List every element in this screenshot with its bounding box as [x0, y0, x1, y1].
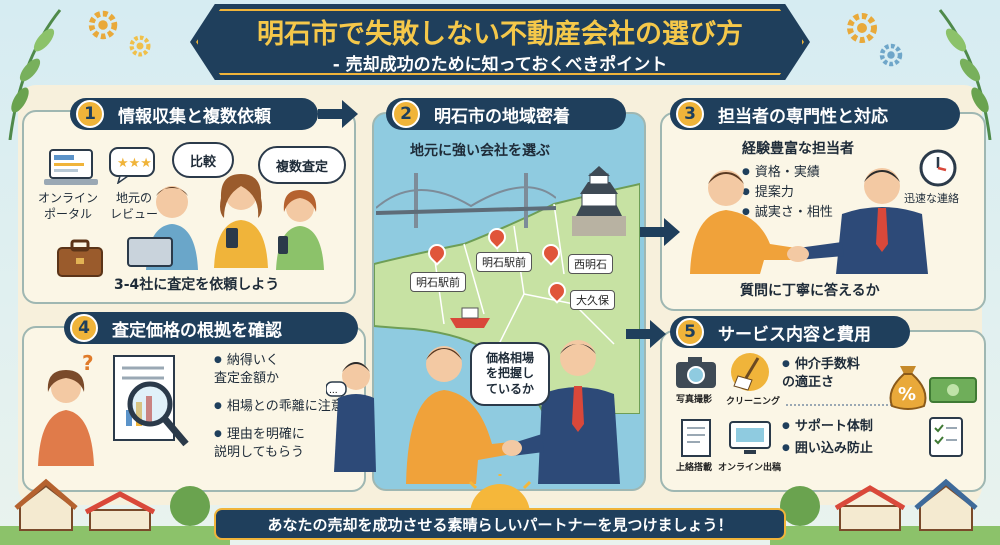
section-5-bullet: 仲介手数料 の適正さ: [782, 356, 860, 391]
section-5-bullet: 囲い込み防止: [782, 440, 873, 458]
market-price-bubble: 価格相場 を把握し ているか: [470, 342, 550, 406]
arrow-right-icon: [640, 218, 680, 246]
section-5-title: サービス内容と費用: [718, 324, 871, 345]
gear-icon: [879, 43, 903, 67]
section-1-header: 1 情報収集と複数依頼: [70, 98, 318, 130]
footer-banner: [214, 508, 786, 540]
girl-with-phone: [276, 190, 324, 270]
local-review-label: 地元の レビュー: [110, 191, 159, 222]
section-2-caption: 地元に強い会社を選ぶ: [410, 143, 550, 159]
document-icon: [681, 419, 711, 457]
section-3-heading: 経験豊富な担当者: [742, 141, 854, 157]
section-1-number: 1: [76, 100, 104, 128]
svg-text:★★★: ★★★: [117, 156, 152, 171]
svg-text:?: ?: [82, 352, 94, 374]
service-label: オンライン出稿: [718, 463, 782, 473]
sun-icon: [468, 474, 532, 514]
houses-right: [770, 478, 1000, 545]
service-label: 写真撮影: [676, 395, 713, 405]
agents-handshake: [690, 168, 928, 274]
gear-icon: [847, 13, 877, 43]
section-3-title: 担当者の専門性と対応: [718, 106, 888, 127]
section-3-bullet: 資格・実績: [742, 164, 820, 182]
section-5-number: 5: [676, 318, 704, 346]
woman-with-phone: [214, 174, 268, 268]
gear-icon: [129, 35, 151, 57]
section-1-caption: 3-4社に査定を依頼しよう: [114, 277, 280, 293]
section-2-title: 明石市の地域密着: [434, 106, 570, 127]
map-label-akashi-station: 明石駅前: [476, 252, 532, 272]
question-icon: ?: [82, 352, 94, 374]
section-4-bullet: 納得いく 査定金額か: [214, 352, 279, 387]
arrow-right-icon: [626, 320, 666, 348]
fast-contact-label: 迅速な連絡: [904, 192, 959, 205]
gear-icon: [88, 10, 118, 40]
page-subtitle: - 売却成功のために知っておくべきポイント: [332, 55, 668, 75]
leaf-decoration: [938, 9, 992, 140]
section-5-bullet: サポート体制: [782, 418, 873, 436]
cash-icon: [929, 377, 977, 403]
section-4-bullet: 相場との乖離に注意: [214, 398, 344, 416]
service-label: 上絡搭載: [676, 463, 713, 473]
service-label: クリーニング: [726, 397, 781, 407]
section-4-title: 査定価格の根拠を確認: [112, 320, 282, 341]
woman-thinking: [38, 370, 94, 466]
briefcase-icon: [57, 239, 103, 277]
section-3-bullet: 提案力: [742, 184, 794, 202]
section-1-title: 情報収集と複数依頼: [118, 106, 271, 127]
section-3-header: 3 担当者の専門性と対応: [670, 98, 960, 130]
castle-icon: [572, 166, 626, 236]
bridge-icon: [376, 173, 556, 228]
section-3-number: 3: [676, 100, 704, 128]
section-5-header: 5 サービス内容と費用: [670, 316, 910, 348]
camera-icon: [676, 357, 716, 388]
houses-left: [0, 478, 230, 545]
section-3-caption: 質問に丁寧に答えるか: [740, 283, 880, 299]
checklist-icon: [929, 417, 963, 457]
star-review-icon: ★★★: [109, 147, 155, 184]
section-4-bullet: 理由を明確に 説明してもらう: [214, 426, 305, 461]
map-label-okubo: 大久保: [570, 290, 615, 310]
title-banner: [190, 4, 810, 80]
arrow-right-icon: [318, 100, 358, 128]
section-4-header: 4 査定価格の根拠を確認: [64, 312, 358, 344]
money-bag-icon: [889, 366, 927, 410]
footer-text: あなたの売却を成功させる素晴らしいパートナーを見つけましょう！: [267, 516, 733, 534]
clock-icon: [919, 149, 957, 187]
man-with-laptop: [127, 186, 198, 270]
map-label-nishi-akashi: 西明石: [568, 254, 613, 274]
map-label-akashi-west: 明石駅前: [410, 272, 466, 292]
multi-appraisal-bubble: 複数査定: [258, 146, 346, 184]
title-banner-border: [196, 9, 804, 75]
section-2-number: 2: [392, 100, 420, 128]
page-title: 明石市で失敗しない不動産会社の選び方: [257, 19, 743, 50]
section-4-number: 4: [70, 314, 98, 342]
percent-sign: %: [898, 384, 917, 405]
man-explaining: ...: [326, 362, 376, 472]
section-2-header: 2 明石市の地域密着: [386, 98, 626, 130]
section-3-bullet: 誠実さ・相性: [742, 204, 833, 222]
compare-bubble: 比較: [172, 142, 234, 178]
online-portal-label: オンライン ポータル: [38, 191, 99, 222]
leaf-decoration: [8, 9, 62, 140]
magnifier-icon: [113, 355, 189, 447]
monitor-icon: [729, 421, 771, 454]
agent-handshake-scene: [406, 340, 620, 484]
divider: [786, 404, 896, 406]
svg-text:...: ...: [329, 386, 338, 396]
broom-icon: [731, 353, 769, 391]
boat-icon: [450, 307, 490, 328]
laptop-icon: [44, 149, 98, 185]
